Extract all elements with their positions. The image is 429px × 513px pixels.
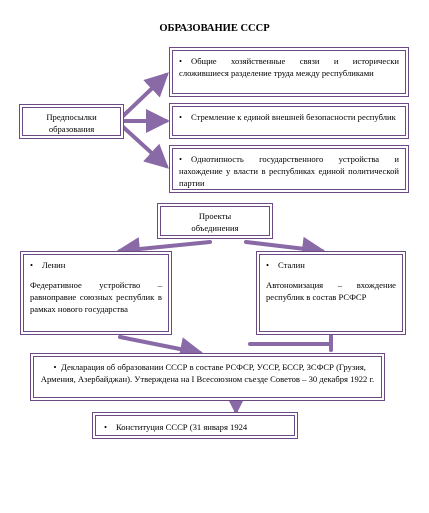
lenin-text: Федеративное устройство – равноправие со… (30, 280, 162, 314)
declaration-text: Декларация об образовании СССР в составе… (40, 362, 375, 384)
stalin-name-row: • Сталин (266, 259, 396, 271)
constitution-box: • Конституция СССР (31 января 1924 (92, 412, 298, 439)
arrow-to-reason-3 (120, 124, 169, 169)
arrow-to-stalin (244, 236, 326, 261)
reason-text-3: Однотипность государственного устройства… (179, 154, 399, 188)
stalin-text: Автономизация – вхождение республик в со… (266, 280, 396, 302)
arrow-to-lenin (116, 237, 212, 261)
lenin-box: • Ленин Федеративное устройство – равнопр… (20, 251, 172, 335)
lenin-name: Ленин (42, 260, 66, 270)
prerequisites-box: Предпосылки образования (19, 104, 124, 139)
arrow-to-reason-1 (120, 72, 169, 119)
bullet-icon: • (179, 154, 183, 164)
stalin-box: • Сталин Автономизация – вхождение респуб… (256, 251, 406, 335)
reason-text-2: Стремление к единой внешней безопасности… (191, 112, 396, 122)
lenin-name-row: • Ленин (30, 259, 162, 271)
projects-label-line2: объединения (191, 223, 239, 233)
projects-label-line1: Проекты (198, 211, 232, 221)
prerequisites-label-line2: образования (48, 124, 95, 134)
reason-text-1: Общие хозяйственные связи и исторически … (179, 56, 399, 78)
diagram-title: ОБРАЗОВАНИЕ СССР (159, 23, 270, 34)
bullet-icon: • (179, 112, 183, 122)
stalin-name: Сталин (278, 260, 305, 270)
bullet-icon: • (104, 422, 108, 432)
reason-box-1: •Общие хозяйственные связи и исторически… (169, 47, 409, 97)
arrow-lenin-to-declaration (118, 335, 204, 361)
bullet-icon: • (30, 260, 34, 270)
reason-box-2: • Стремление к единой внешней безопасност… (169, 103, 409, 139)
bullet-icon: • (53, 362, 57, 372)
prerequisites-label-line1: Предпосылки (46, 112, 97, 122)
bullet-icon: • (266, 260, 270, 270)
bullet-icon: • (179, 56, 183, 66)
declaration-box: •Декларация об образовании СССР в состав… (30, 353, 385, 401)
reason-box-3: •Однотипность государственного устройств… (169, 145, 409, 193)
constitution-text: Конституция СССР (31 января 1924 (116, 422, 248, 432)
projects-box: Проекты объединения (157, 203, 273, 239)
